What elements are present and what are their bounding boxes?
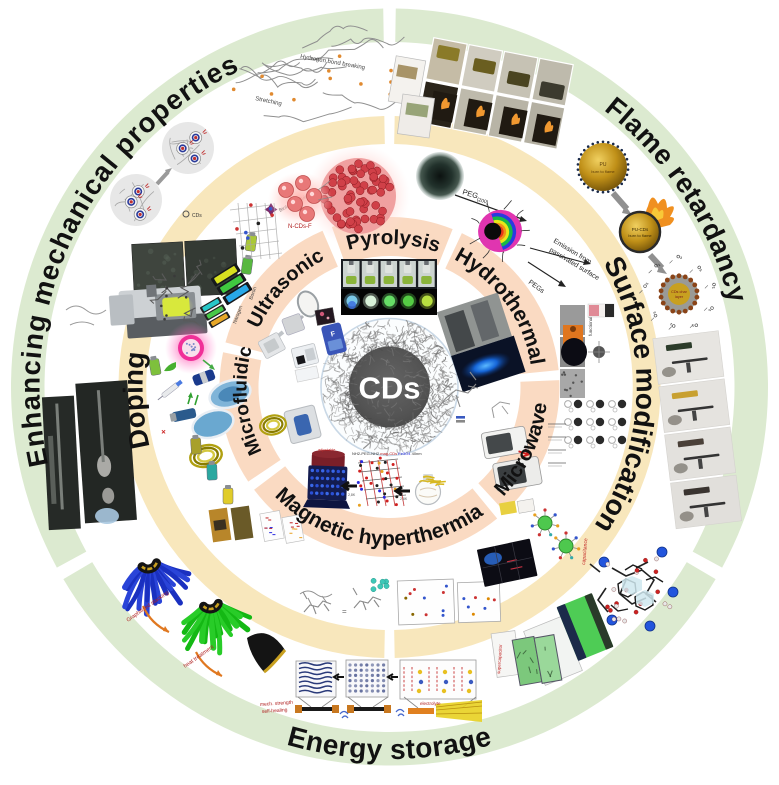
svg-text:2,8K: 2,8K <box>400 497 408 501</box>
svg-text:adjustable: adjustable <box>318 448 335 452</box>
svg-text:2,8K: 2,8K <box>348 493 356 497</box>
svg-text:Boron: Boron <box>248 286 258 301</box>
svg-text:NH2-PEG-NH2 mag-CDs Fe3O4 40nm: NH2-PEG-NH2 mag-CDs Fe3O4 40nm <box>352 451 422 456</box>
svg-text:=: = <box>342 607 347 616</box>
svg-text:O2: O2 <box>651 310 659 318</box>
svg-text:O2: O2 <box>707 305 715 312</box>
svg-text:O2: O2 <box>676 254 682 260</box>
svg-text:O2: O2 <box>710 282 717 289</box>
svg-text:O2: O2 <box>642 282 649 289</box>
svg-text:✕: ✕ <box>161 429 166 436</box>
svg-text:supercapacitor: supercapacitor <box>496 644 503 674</box>
svg-text:O2: O2 <box>670 322 676 329</box>
svg-text:F: F <box>330 331 337 339</box>
svg-text:mech. strength: mech. strength <box>260 700 294 708</box>
svg-text:PU-CDs: PU-CDs <box>632 227 649 232</box>
svg-text:capacitance: capacitance <box>581 538 589 565</box>
svg-text:burn to flame: burn to flame <box>591 169 615 174</box>
svg-text:self-healing: self-healing <box>262 707 288 715</box>
svg-text:O2: O2 <box>696 264 704 272</box>
svg-text:burn to flame: burn to flame <box>628 233 652 238</box>
svg-text:CDs: CDs <box>358 371 420 406</box>
svg-text:N-CDs-F: N-CDs-F <box>288 224 312 230</box>
svg-text:layer: layer <box>675 295 684 299</box>
svg-text:Stretching: Stretching <box>255 96 283 107</box>
svg-text:functional: functional <box>588 317 593 336</box>
svg-text:O2: O2 <box>653 261 661 269</box>
svg-text:electrolyte: electrolyte <box>420 701 441 706</box>
svg-text:O2: O2 <box>691 321 699 329</box>
svg-text:CDs: CDs <box>192 213 202 219</box>
svg-text:CDs char: CDs char <box>671 290 688 294</box>
svg-text:PU: PU <box>600 162 607 168</box>
